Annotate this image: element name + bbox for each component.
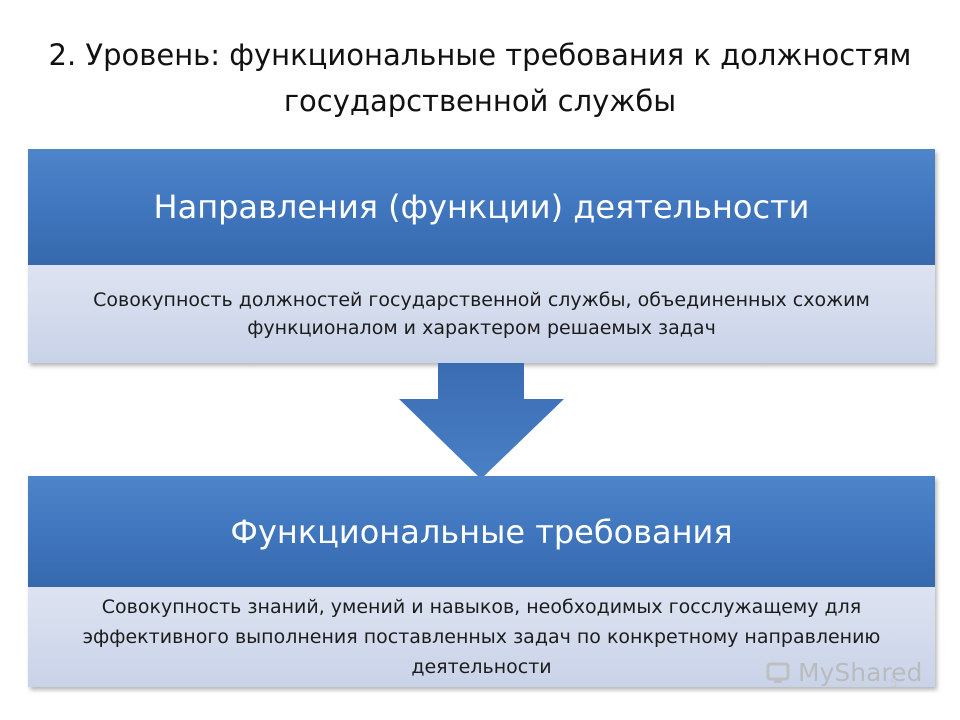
activity-directions-header: Направления (функции) деятельности: [28, 149, 935, 265]
functional-requirements-box: Функциональные требования Совокупность з…: [28, 476, 935, 687]
page-number: 5: [890, 676, 898, 690]
watermark-text: MyShared: [798, 658, 923, 687]
activity-directions-box: Направления (функции) деятельности Совок…: [28, 149, 935, 363]
myshared-logo-icon: [766, 662, 790, 683]
arrow-down-icon: [399, 363, 564, 479]
slide-title: 2. Уровень: функциональные требования к …: [48, 38, 912, 118]
functional-requirements-header: Функциональные требования: [28, 476, 935, 587]
functional-requirements-description: Совокупность знаний, умений и навыков, н…: [28, 587, 935, 687]
watermark: MyShared: [766, 658, 922, 687]
activity-directions-description: Совокупность должностей государственной …: [28, 265, 935, 363]
